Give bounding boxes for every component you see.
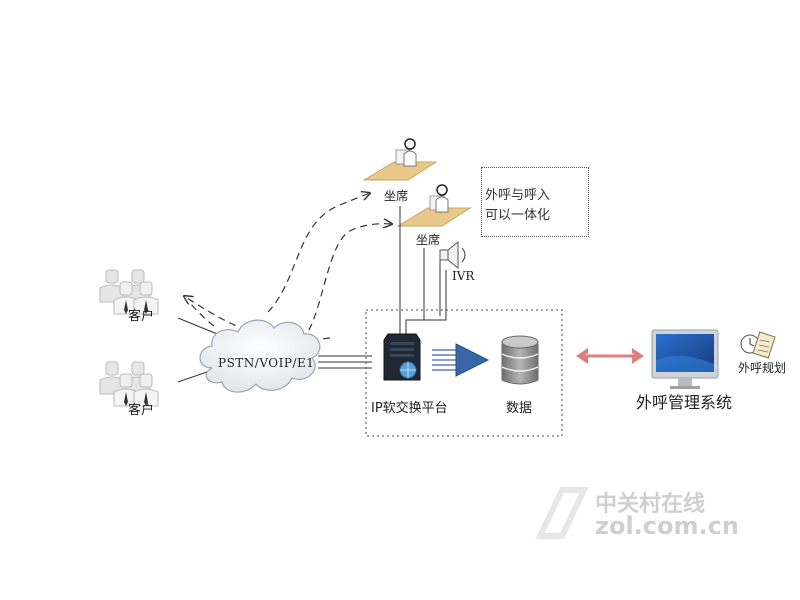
customer-group-top	[99, 269, 159, 315]
agent-desk-top	[362, 138, 438, 181]
server-icon	[383, 333, 421, 381]
watermark-text-url: zol.com.cn	[595, 512, 739, 540]
bidirectional-arrow	[576, 348, 644, 364]
dashed-flow-arrow	[301, 224, 392, 341]
watermark-text-cn: 中关村在线	[595, 492, 706, 517]
person-icon	[113, 373, 139, 407]
headset-icon	[436, 184, 448, 196]
note-line-2: 可以一体化	[485, 208, 551, 223]
note-line-1: 外呼与呼入	[485, 188, 551, 203]
customer-bottom-label: 客户	[128, 403, 155, 418]
customer-top-label: 客户	[128, 309, 155, 324]
management-system-label: 外呼管理系统	[636, 393, 733, 412]
planning-icon	[740, 331, 776, 359]
speaker-icon	[439, 240, 466, 270]
person-icon	[133, 373, 159, 407]
monitor-icon	[651, 329, 719, 389]
agent-top-label: 坐席	[384, 189, 409, 203]
dashed-flow-arrow	[189, 302, 215, 327]
planning-label: 外呼规划	[738, 361, 787, 375]
ivr-label: IVR	[452, 269, 475, 283]
agent-link	[405, 248, 425, 334]
database-label: 数据	[506, 401, 533, 416]
headset-icon	[404, 138, 416, 150]
agent-bottom-label: 坐席	[416, 233, 441, 247]
network-cloud-label: PSTN/VOIP/E1	[218, 356, 315, 370]
platform-label: IP软交换平台	[371, 401, 448, 416]
processor-icon	[432, 343, 490, 377]
network-cloud	[199, 319, 321, 393]
database-icon	[501, 335, 539, 385]
person-icon	[133, 281, 159, 315]
person-icon	[113, 281, 139, 315]
note-box	[481, 167, 589, 237]
dashed-flow-arrow	[267, 193, 370, 313]
customer-group-bottom	[99, 361, 159, 407]
ivr-link	[416, 270, 447, 321]
watermark-logo	[535, 487, 589, 539]
agent-desk-bottom	[396, 184, 472, 227]
platform-frame	[365, 309, 563, 437]
